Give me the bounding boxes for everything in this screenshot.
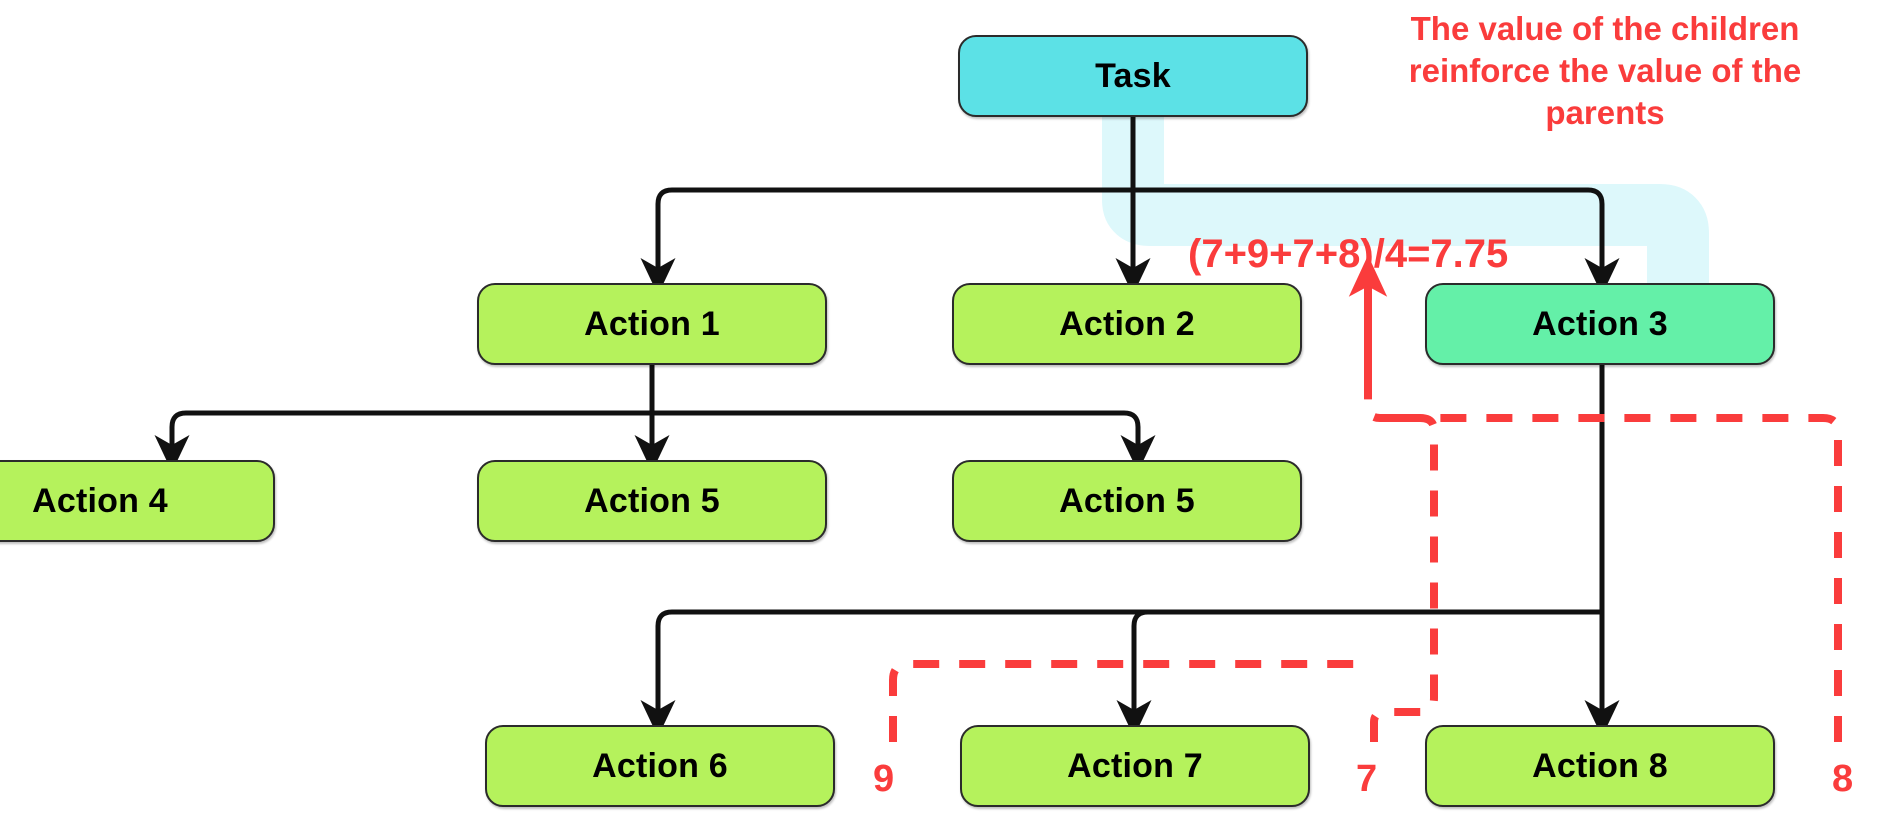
backprop-path-7 xyxy=(1370,414,1438,742)
backprop-path-9 xyxy=(889,660,1370,742)
node-action-8-label: Action 8 xyxy=(1532,746,1668,785)
edge-action3-to-action7 xyxy=(1116,609,1602,738)
node-task[interactable]: Task xyxy=(958,35,1308,117)
node-action-3[interactable]: Action 3 xyxy=(1425,283,1775,365)
backprop-path-8 xyxy=(1400,414,1842,742)
node-action-3-label: Action 3 xyxy=(1532,304,1668,343)
average-formula: (7+9+7+8)/4=7.75 xyxy=(1188,232,1509,276)
node-action-6[interactable]: Action 6 xyxy=(485,725,835,807)
node-action-5-a[interactable]: Action 5 xyxy=(477,460,827,542)
node-action-2-label: Action 2 xyxy=(1059,304,1195,343)
annotation-children-reinforce-parents: The value of the children reinforce the … xyxy=(1408,10,1802,132)
node-action-4[interactable]: Action 4 xyxy=(0,460,275,542)
node-action-7-label: Action 7 xyxy=(1067,746,1203,785)
value-label-7: 7 xyxy=(1356,758,1378,800)
edge-action1-to-action5b xyxy=(652,410,1156,473)
node-task-label: Task xyxy=(1095,56,1171,95)
edge-action1-to-action4 xyxy=(172,365,655,453)
node-action-5-b-label: Action 5 xyxy=(1059,481,1195,520)
edge-task-to-action3 xyxy=(1133,187,1620,296)
edge-task-to-action1 xyxy=(658,117,1136,276)
node-action-5-a-label: Action 5 xyxy=(584,481,720,520)
node-action-2[interactable]: Action 2 xyxy=(952,283,1302,365)
node-action-7[interactable]: Action 7 xyxy=(960,725,1310,807)
node-action-1-label: Action 1 xyxy=(584,304,720,343)
value-label-8: 8 xyxy=(1832,758,1854,800)
node-action-1[interactable]: Action 1 xyxy=(477,283,827,365)
value-label-9: 9 xyxy=(873,758,895,800)
node-action-5-b[interactable]: Action 5 xyxy=(952,460,1302,542)
node-action-4-label: Action 4 xyxy=(32,481,168,520)
node-action-6-label: Action 6 xyxy=(592,746,728,785)
node-action-8[interactable]: Action 8 xyxy=(1425,725,1775,807)
backprop-converge-path xyxy=(1364,390,1400,422)
